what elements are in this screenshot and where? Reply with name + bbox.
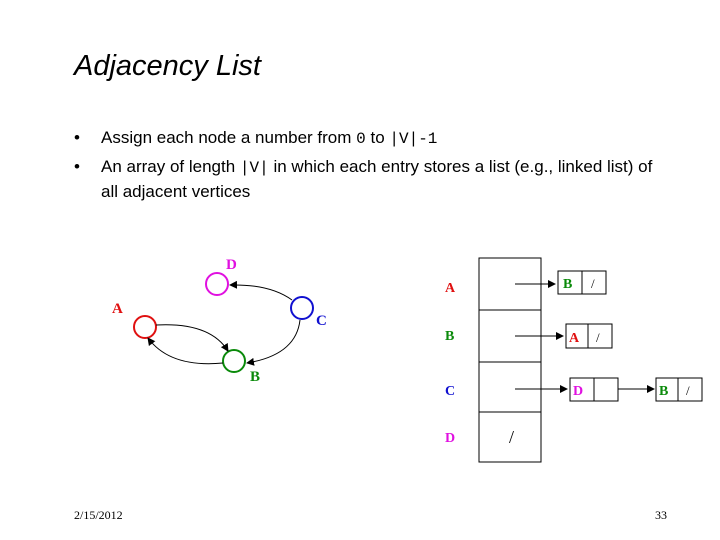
array-label-d: D	[445, 431, 455, 446]
slide-title: Adjacency List	[74, 50, 261, 82]
edge-c-to-d	[229, 280, 293, 301]
bullet-dot: •	[74, 157, 80, 176]
list-node-c2-label: B	[659, 384, 668, 399]
graph: A B C D	[112, 257, 327, 385]
null-slash: /	[509, 427, 514, 447]
node-d-label: D	[226, 257, 237, 273]
code-text: 0	[356, 130, 366, 148]
list-node-c2-next: /	[686, 383, 690, 398]
list-node-b1	[565, 323, 613, 349]
node-d-circle	[205, 272, 229, 296]
bullet-text: to	[365, 128, 390, 147]
page-number: 33	[655, 508, 667, 522]
bullet-item: • Assign each node a number from 0 to |V…	[74, 126, 674, 151]
array-label-a: A	[445, 281, 456, 296]
bullet-text: in which each entry stores a list (e.g.,…	[101, 157, 653, 201]
edge-a-to-b	[155, 324, 229, 352]
bullet-text: An array of length	[101, 157, 240, 176]
code-text: |V|	[239, 159, 269, 177]
array-cell-d	[478, 411, 542, 463]
list-node-c1-label: D	[573, 384, 583, 399]
edge-b-to-a	[147, 337, 224, 365]
list-node-b1-next: /	[596, 330, 600, 345]
node-c-label: C	[316, 313, 327, 329]
adjacency-array: A B C D / B / A / D B /	[445, 257, 703, 463]
code-text: |V|-1	[389, 130, 438, 148]
array-label-c: C	[445, 384, 455, 399]
node-b-circle	[222, 349, 246, 373]
list-node-c2	[655, 377, 703, 402]
list-node-a1-label: B	[563, 277, 572, 292]
node-c-circle	[290, 296, 314, 320]
bullet-item: • An array of length |V| in which each e…	[74, 155, 674, 203]
bullet-text: Assign each node a number from	[101, 128, 357, 147]
list-node-b1-label: A	[569, 331, 580, 346]
bullet-dot: •	[74, 128, 80, 147]
list-node-a1-next: /	[591, 276, 595, 291]
footer-date: 2/15/2012	[74, 508, 123, 522]
array-cell-c	[478, 361, 542, 413]
array-label-b: B	[445, 329, 454, 344]
bullet-list: • Assign each node a number from 0 to |V…	[74, 126, 674, 207]
edge-c-to-b	[246, 319, 301, 366]
node-a-circle	[133, 315, 157, 339]
node-b-label: B	[250, 369, 260, 385]
node-a-label: A	[112, 301, 123, 317]
